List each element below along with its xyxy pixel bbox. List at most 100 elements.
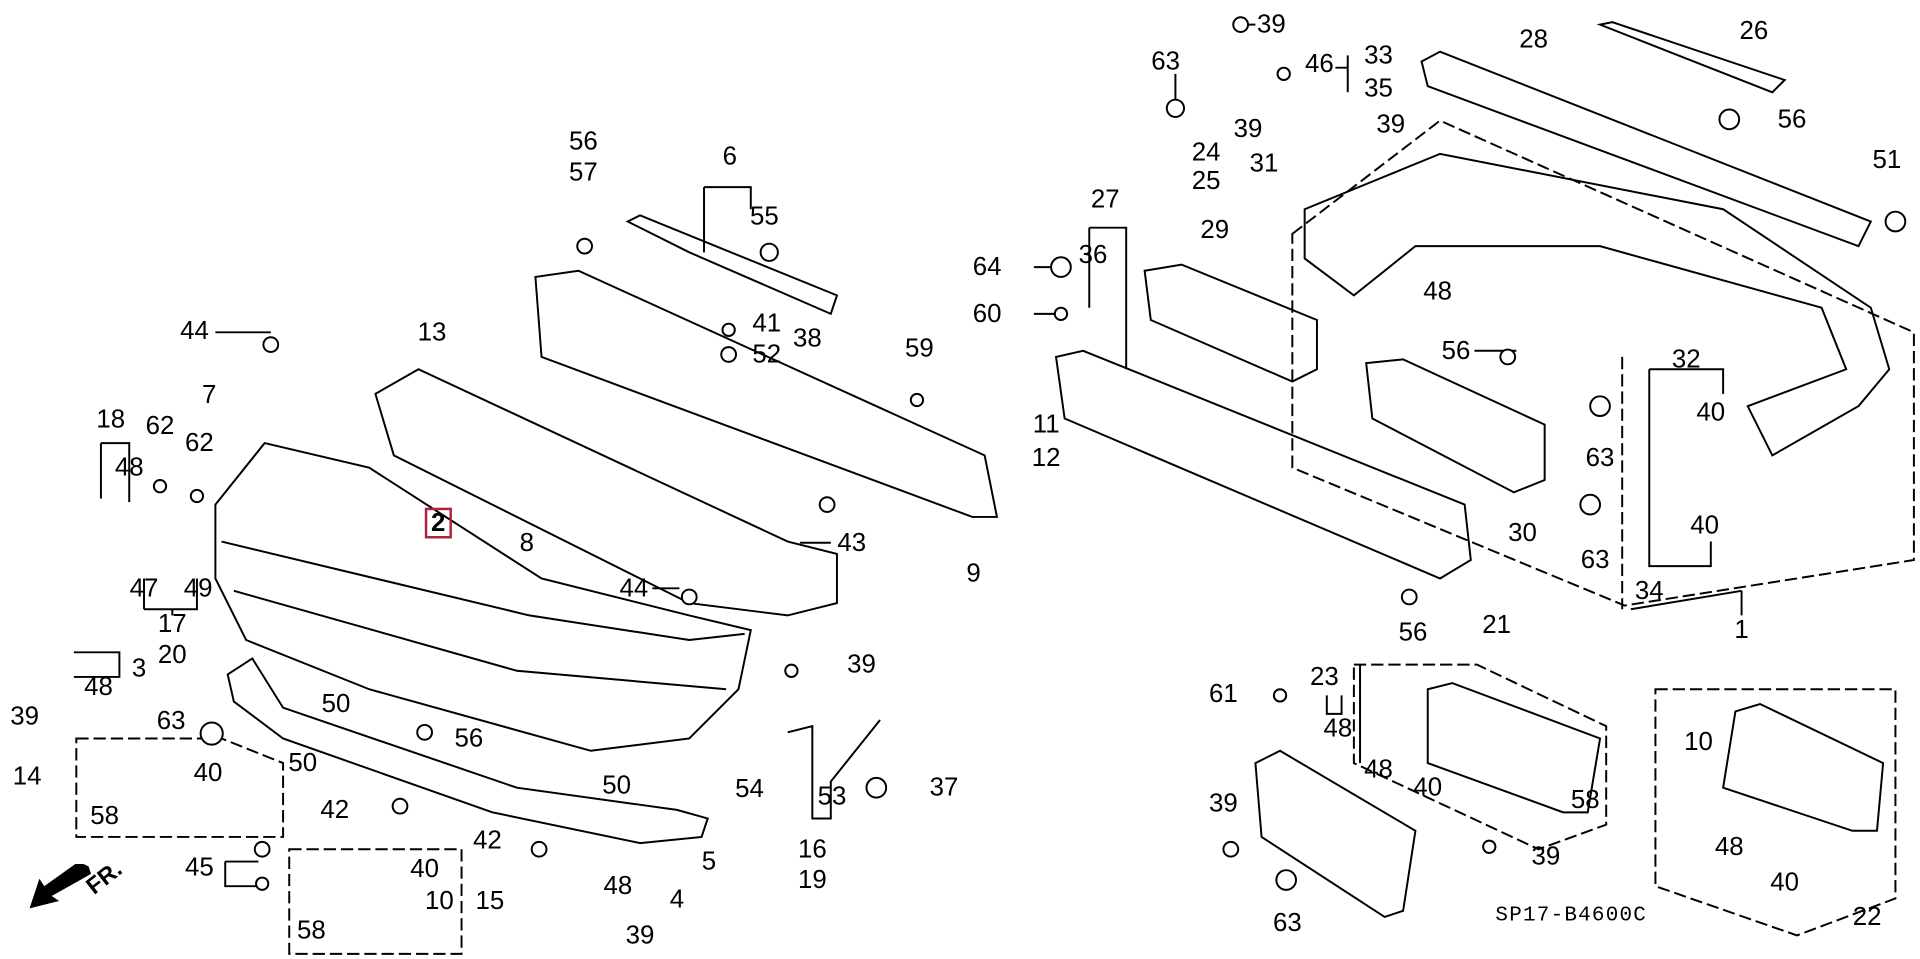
part-callout: 43 (837, 528, 867, 557)
part-callout: 44 (180, 316, 209, 346)
part-callout: 40 (193, 758, 223, 788)
part-callout: 39 (847, 650, 876, 679)
part-callout: 18 (96, 405, 126, 434)
part-callout: 28 (1519, 25, 1548, 54)
part-callout: 29 (1200, 216, 1230, 245)
part-callout: 34 (1634, 576, 1664, 605)
part-callout: 56 (1398, 618, 1428, 647)
part-callout: 15 (475, 886, 505, 916)
part-callout: 56 (1777, 105, 1807, 134)
front-lower-spoiler (226, 657, 709, 845)
front-bumper-face (214, 441, 752, 752)
part-callout: 40 (1696, 398, 1726, 427)
part-callout: 7 (202, 380, 217, 410)
highlighted-part-callout[interactable]: 2 (424, 507, 452, 539)
part-callout: 50 (321, 689, 351, 719)
part-callout: 46 (1305, 49, 1334, 79)
part-callout: 47 (129, 574, 159, 603)
rear-bumper (1303, 152, 1891, 457)
part-callout: 25 (1191, 166, 1221, 196)
part-callout: 61 (1209, 680, 1238, 709)
part-callout: 44 (619, 574, 649, 603)
part-callout: 48 (603, 872, 633, 901)
part-callout: 10 (425, 886, 454, 916)
part-callout: 48 (114, 453, 144, 482)
part-callout: 56 (454, 724, 484, 753)
front-absorber (374, 368, 838, 617)
part-callout: 55 (749, 202, 779, 231)
part-callout: 6 (722, 142, 738, 171)
part-callout: 62 (145, 411, 175, 441)
part-callout: 40 (410, 854, 440, 884)
part-callout: 50 (288, 748, 318, 778)
part-callout: 51 (1872, 145, 1902, 175)
part-callout: 63 (1273, 908, 1302, 938)
part-callout: 13 (417, 318, 447, 347)
part-callout: 35 (1364, 74, 1393, 103)
part-callout: 5 (701, 847, 717, 876)
part-callout: 39 (625, 921, 655, 950)
part-callout: 32 (1671, 345, 1701, 374)
part-callout: 63 (1151, 47, 1180, 76)
part-callout: 14 (12, 762, 42, 791)
part-callout: 42 (473, 826, 502, 855)
part-callout: 36 (1078, 240, 1108, 269)
part-callout: 57 (569, 158, 598, 187)
part-callout: 11 (1032, 410, 1060, 439)
part-callout: 40 (1413, 773, 1443, 802)
part-callout: 63 (1580, 545, 1610, 575)
part-callout: 56 (569, 127, 598, 156)
part-callout: 20 (157, 640, 187, 669)
part-callout: 58 (297, 916, 326, 945)
part-callout: 53 (817, 782, 847, 811)
part-callout: 48 (1364, 755, 1393, 784)
rear-beam (1054, 349, 1472, 580)
part-callout: 33 (1364, 41, 1393, 70)
part-callout: 24 (1191, 138, 1221, 167)
part-callout: 26 (1739, 16, 1769, 45)
part-callout: 38 (793, 324, 822, 353)
part-callout: 39 (1531, 842, 1561, 871)
part-callout: 60 (972, 299, 1002, 329)
part-callout: 49 (183, 574, 213, 603)
part-callout: 52 (752, 340, 782, 369)
part-callout: 23 (1309, 662, 1339, 692)
part-callout: 10 (1684, 728, 1713, 757)
part-callout: 40 (1770, 868, 1800, 897)
part-callout: 50 (602, 771, 632, 800)
part-callout: 17 (157, 609, 187, 639)
part-callout: 39 (10, 702, 39, 731)
part-callout: 62 (185, 428, 214, 458)
part-callout: 59 (905, 334, 934, 363)
part-callout: 42 (320, 795, 350, 825)
part-callout: 58 (1570, 785, 1600, 815)
part-callout: 39 (1209, 789, 1238, 818)
front-beam (534, 269, 999, 518)
part-callout: 63 (1585, 443, 1615, 473)
part-callout: 63 (156, 707, 186, 736)
part-callout: 4 (669, 885, 685, 914)
part-callout: 39 (1233, 115, 1263, 144)
part-callout: 22 (1852, 902, 1882, 932)
drawing-code: SP17-B4600C (1495, 904, 1648, 929)
part-callout: 48 (1323, 714, 1353, 743)
part-callout: 48 (1714, 832, 1744, 861)
part-callout: 41 (752, 309, 782, 338)
part-callout: 54 (735, 774, 764, 804)
part-callout: 8 (519, 528, 534, 557)
part-callout: 40 (1690, 511, 1720, 540)
part-callout: 12 (1031, 443, 1061, 473)
part-callout: 39 (1376, 110, 1406, 139)
part-callout: 31 (1249, 149, 1279, 178)
part-callout: 3 (131, 654, 147, 683)
part-callout: 21 (1482, 611, 1512, 640)
part-callout: 9 (966, 559, 981, 588)
part-callout: 56 (1441, 336, 1471, 365)
part-callout: 48 (84, 672, 113, 701)
part-callout: 64 (972, 252, 1002, 282)
part-callout: 30 (1508, 518, 1537, 548)
part-callout: 45 (185, 853, 214, 882)
part-callout: 39 (1257, 10, 1286, 39)
